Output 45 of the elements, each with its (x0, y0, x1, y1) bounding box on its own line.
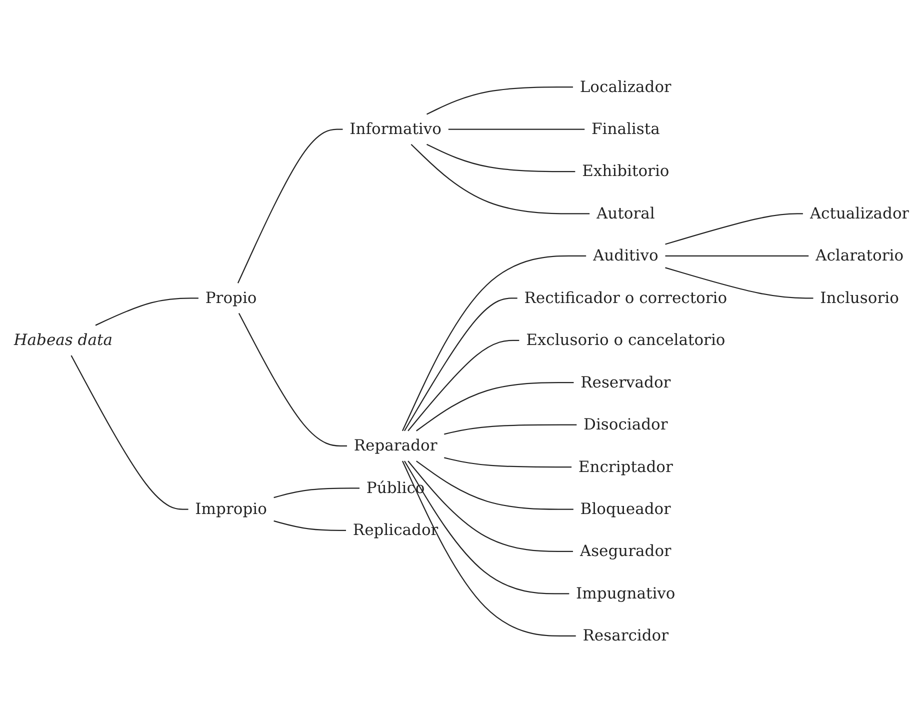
connector (410, 144, 590, 214)
node-text: Finalista (592, 120, 660, 138)
node-text: Auditivo (592, 246, 658, 265)
connector (402, 255, 586, 432)
node-text: Reparador (354, 436, 438, 455)
connector (444, 424, 577, 435)
connector (408, 460, 573, 552)
connector (426, 86, 573, 115)
node-text: Aclaratorio (815, 246, 904, 265)
node-text: Localizador (580, 78, 672, 96)
connector (408, 340, 520, 432)
node-text: Bloqueador (580, 500, 672, 518)
connector (665, 255, 809, 256)
node-text: Habeas data (14, 331, 112, 350)
connector (274, 520, 346, 531)
connector (448, 128, 585, 130)
connector (404, 298, 518, 432)
connector (416, 460, 574, 510)
connector (274, 488, 360, 498)
node-text: Impropio (195, 500, 267, 518)
connector (426, 144, 576, 172)
node-text: Resarcidor (582, 626, 669, 645)
connector (402, 460, 576, 636)
node-text: Exhibitorio (582, 162, 670, 181)
node-text: Inclusorio (820, 289, 899, 308)
node-text: Impugnativo (576, 584, 676, 603)
node-text: Asegurador (580, 542, 672, 561)
connector (665, 267, 814, 299)
connector (95, 298, 198, 326)
connector (444, 457, 572, 468)
node-text: Informativo (350, 120, 442, 138)
node-text: Reservador (580, 374, 671, 392)
node-text: Exclusorio o cancelatorio (526, 331, 726, 350)
connector (665, 213, 803, 245)
connector (237, 128, 343, 284)
node-text: Propio (205, 289, 257, 308)
node-text: Rectificador o correctorio (524, 289, 728, 308)
node-text: Disociador (584, 416, 668, 434)
node-text: Autoral (596, 204, 655, 223)
connector (416, 382, 574, 432)
node-text: Actualizador (810, 204, 910, 223)
connector (70, 355, 188, 510)
connector (238, 313, 347, 446)
node-text: Encriptador (578, 458, 673, 476)
connector (404, 460, 570, 594)
